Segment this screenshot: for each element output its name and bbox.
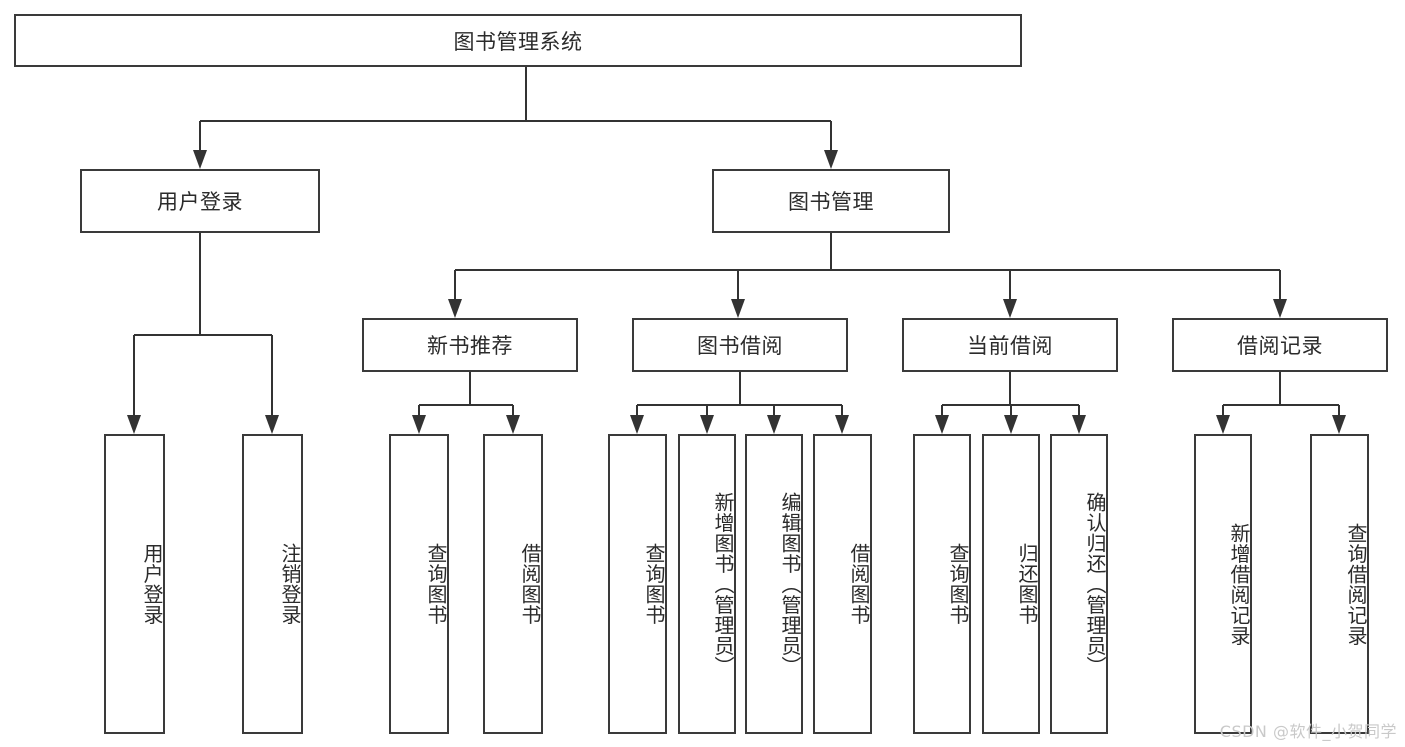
leaf-node-8[interactable]: 查询图书: [913, 434, 971, 734]
arrow-head-icon: [700, 415, 714, 434]
level3-node-3[interactable]: 借阅记录: [1172, 318, 1388, 372]
node-label: 借阅记录: [1237, 334, 1323, 358]
node-label: 当前借阅: [967, 334, 1053, 358]
arrow-head-icon: [412, 415, 426, 434]
node-label: 图书管理: [788, 190, 874, 214]
arrow-head-icon: [1332, 415, 1346, 434]
level3-node-2[interactable]: 当前借阅: [902, 318, 1118, 372]
arrow-head-icon: [835, 415, 849, 434]
leaf-node-9[interactable]: 归还图书: [982, 434, 1040, 734]
arrow-head-icon: [1004, 415, 1018, 434]
node-label: 新书推荐: [427, 334, 513, 358]
arrow-head-icon: [935, 415, 949, 434]
arrow-head-icon: [824, 150, 838, 169]
leaf-node-10[interactable]: 确认归还（管理员）: [1050, 434, 1108, 734]
level2-node-0[interactable]: 用户登录: [80, 169, 320, 233]
node-label: 编辑图书（管理员）: [778, 491, 802, 677]
node-label: 新增借阅记录: [1227, 522, 1251, 646]
node-label: 确认归还（管理员）: [1083, 491, 1107, 677]
node-label: 新增图书（管理员）: [711, 491, 735, 677]
leaf-node-12[interactable]: 查询借阅记录: [1310, 434, 1369, 734]
node-label: 借阅图书: [847, 543, 871, 625]
arrow-head-icon: [448, 299, 462, 318]
arrow-head-icon: [506, 415, 520, 434]
arrow-head-icon: [127, 415, 141, 434]
leaf-node-5[interactable]: 新增图书（管理员）: [678, 434, 736, 734]
leaf-node-1[interactable]: 注销登录: [242, 434, 303, 734]
level3-node-1[interactable]: 图书借阅: [632, 318, 848, 372]
node-label: 查询图书: [424, 543, 448, 625]
leaf-node-11[interactable]: 新增借阅记录: [1194, 434, 1252, 734]
node-label: 用户登录: [157, 190, 243, 214]
arrow-head-icon: [731, 299, 745, 318]
node-label: 借阅图书: [518, 543, 542, 625]
node-label: 图书管理系统: [453, 29, 583, 54]
arrow-head-icon: [767, 415, 781, 434]
arrow-head-icon: [1072, 415, 1086, 434]
node-label: 归还图书: [1015, 543, 1039, 625]
arrow-head-icon: [1216, 415, 1230, 434]
node-label: 图书借阅: [697, 334, 783, 358]
leaf-node-6[interactable]: 编辑图书（管理员）: [745, 434, 803, 734]
node-label: 查询图书: [642, 543, 666, 625]
node-label: 注销登录: [278, 543, 302, 625]
node-label: 查询借阅记录: [1344, 522, 1368, 646]
node-label: 用户登录: [140, 543, 164, 625]
arrow-head-icon: [193, 150, 207, 169]
node-label: 查询图书: [946, 543, 970, 625]
arrow-head-icon: [1273, 299, 1287, 318]
arrow-head-icon: [1003, 299, 1017, 318]
leaf-node-3[interactable]: 借阅图书: [483, 434, 543, 734]
leaf-node-4[interactable]: 查询图书: [608, 434, 667, 734]
leaf-node-0[interactable]: 用户登录: [104, 434, 165, 734]
arrow-head-icon: [265, 415, 279, 434]
leaf-node-2[interactable]: 查询图书: [389, 434, 449, 734]
root-node-0[interactable]: 图书管理系统: [14, 14, 1022, 67]
csdn-watermark: CSDN @软件_小贺同学: [1219, 722, 1397, 741]
arrow-head-icon: [630, 415, 644, 434]
level2-node-1[interactable]: 图书管理: [712, 169, 950, 233]
level3-node-0[interactable]: 新书推荐: [362, 318, 578, 372]
leaf-node-7[interactable]: 借阅图书: [813, 434, 872, 734]
